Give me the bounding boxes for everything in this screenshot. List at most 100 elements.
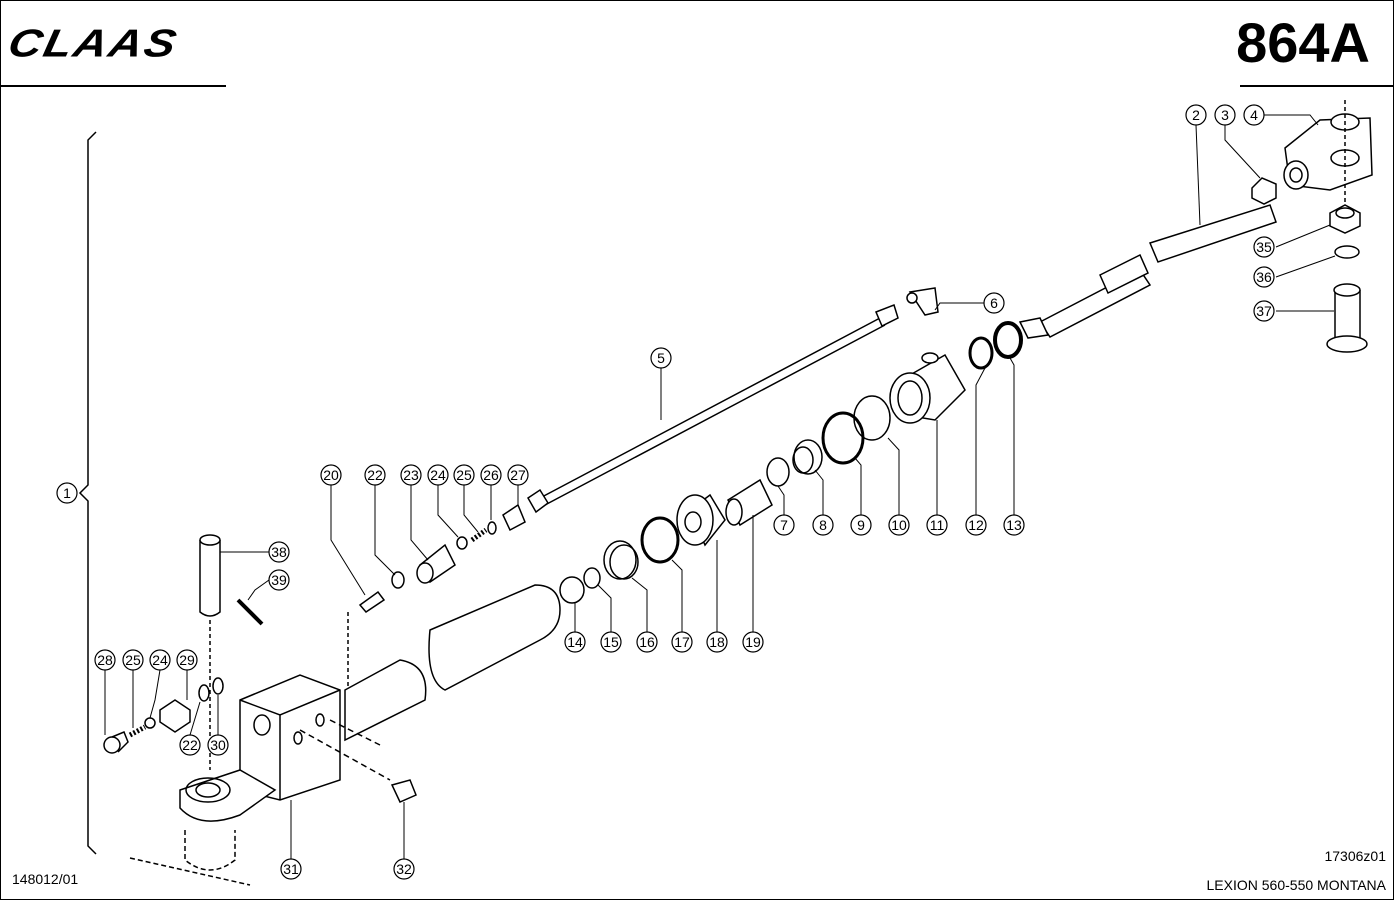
callout-number: 14: [567, 634, 583, 650]
callout-circle: [850, 514, 872, 536]
callout-circle: [600, 631, 622, 653]
cylinder-head-11: [889, 352, 966, 424]
plug-28: [103, 731, 129, 754]
callout-number: 6: [990, 295, 998, 311]
pin-37: [1326, 283, 1368, 353]
wiper-13: [993, 321, 1023, 359]
callout-9: 9: [850, 514, 872, 536]
callout-10: 10: [888, 514, 910, 536]
piston-18: [676, 493, 726, 547]
piston-rod: [1018, 204, 1277, 339]
callout-circle: [564, 631, 586, 653]
callout-circle: [507, 464, 529, 486]
leader-lines: [104, 114, 1336, 859]
guide-ring-16: [603, 540, 639, 580]
callout-35: 35: [1253, 236, 1275, 258]
bleed-valve-20: [347, 590, 386, 690]
ball-24b: [144, 717, 156, 729]
clevis-head: [1283, 100, 1373, 205]
callout-2: 2: [1185, 104, 1207, 126]
breather-32: [390, 779, 417, 803]
callout-38: 38: [268, 541, 290, 563]
roll-pin-39: [236, 598, 264, 626]
o-ring-7: [766, 457, 790, 487]
callout-number: 12: [968, 517, 984, 533]
callout-circle: [812, 514, 834, 536]
callout-number: 13: [1006, 517, 1022, 533]
callout-37: 37: [1253, 300, 1275, 322]
o-ring-22b: [198, 684, 210, 702]
callout-23: 23: [400, 464, 422, 486]
callout-circle: [636, 631, 658, 653]
callout-circle: [1003, 514, 1025, 536]
callout-circle: [179, 734, 201, 756]
callout-36: 36: [1253, 266, 1275, 288]
spring-25b: [128, 724, 147, 738]
callout-number: 36: [1256, 269, 1272, 285]
callout-circle: [268, 541, 290, 563]
bushing-8: [792, 439, 823, 475]
union-27: [502, 503, 526, 532]
callout-3: 3: [1214, 104, 1236, 126]
callout-26: 26: [480, 464, 502, 486]
callout-circle: [1253, 266, 1275, 288]
callout-number: 25: [456, 467, 472, 483]
callout-number: 22: [182, 737, 198, 753]
callout-number: 23: [403, 467, 419, 483]
callout-circle: [742, 631, 764, 653]
callout-1: 1: [56, 482, 78, 504]
callout-number: 32: [396, 861, 412, 877]
callout-number: 20: [323, 467, 339, 483]
nut-14: [559, 576, 585, 604]
callout-number: 38: [271, 544, 287, 560]
callout-number: 22: [367, 467, 383, 483]
o-ring-22: [391, 571, 405, 589]
o-ring-26: [487, 521, 497, 535]
callout-number: 1: [63, 485, 71, 501]
callout-circle: [393, 858, 415, 880]
callout-number: 4: [1250, 107, 1258, 123]
callout-6: 6: [983, 292, 1005, 314]
callout-25: 25: [122, 649, 144, 671]
seal-17: [640, 516, 680, 564]
callout-24: 24: [149, 649, 171, 671]
callout-number: 5: [657, 350, 665, 366]
callout-circle: [94, 649, 116, 671]
ring-9: [821, 411, 865, 465]
callout-circle: [773, 514, 795, 536]
callout-circle: [268, 569, 290, 591]
callout-circle: [1185, 104, 1207, 126]
callout-circle: [671, 631, 693, 653]
callout-number: 27: [510, 467, 526, 483]
nut-35: [1329, 204, 1361, 234]
callout-32: 32: [393, 858, 415, 880]
callout-30: 30: [207, 734, 229, 756]
callout-22: 22: [364, 464, 386, 486]
callout-18: 18: [706, 631, 728, 653]
callout-number: 18: [709, 634, 725, 650]
assembly-bracket: [78, 131, 97, 855]
check-valve-29: [159, 699, 191, 733]
callout-circle: [1214, 104, 1236, 126]
page-number: 864A: [1236, 11, 1370, 74]
elbow-fitting: [906, 287, 939, 316]
callout-number: 26: [483, 467, 499, 483]
callout-number: 24: [430, 467, 446, 483]
callout-15: 15: [600, 631, 622, 653]
callout-39: 39: [268, 569, 290, 591]
spring-25: [470, 527, 488, 543]
callout-31: 31: [280, 858, 302, 880]
callout-27: 27: [507, 464, 529, 486]
callout-number: 31: [283, 861, 299, 877]
callout-28: 28: [94, 649, 116, 671]
o-ring-30: [212, 677, 224, 695]
callout-circle: [965, 514, 987, 536]
callout-number: 39: [271, 572, 287, 588]
callout-number: 29: [179, 652, 195, 668]
fitting-23: [416, 543, 456, 584]
callout-circle: [650, 347, 672, 369]
washer-36: [1334, 245, 1360, 259]
callout-8: 8: [812, 514, 834, 536]
